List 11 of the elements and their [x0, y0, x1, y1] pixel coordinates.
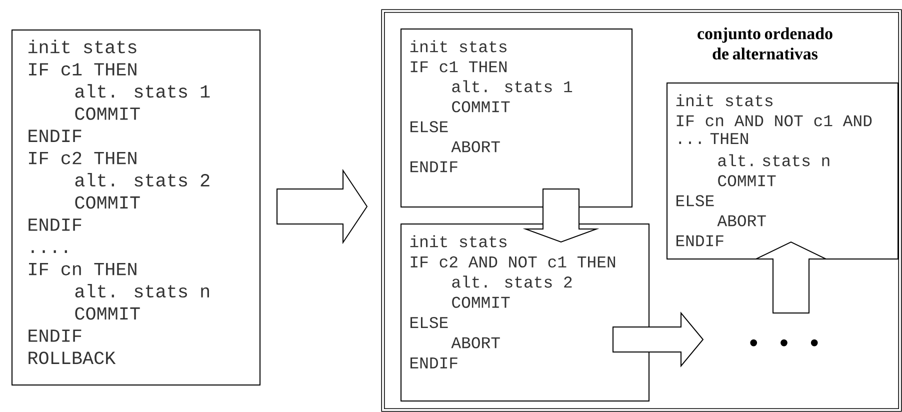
block-arrow — [522, 188, 600, 243]
block-arrow — [612, 312, 704, 368]
frame-title: conjunto ordenado de alternativas — [698, 27, 832, 60]
block-arrow — [754, 241, 828, 314]
code-box: init stats IF c1 THEN alt. stats 1 COMMIT ELSE ABORT ENDIF — [400, 28, 632, 208]
code-box: init stats IF cn AND NOT c1 AND ... THEN alt. stats n COMMIT ELSE ABORT ENDIF — [666, 82, 898, 260]
code-box: init stats IF c2 AND NOT c1 THEN alt. stats 2 COMMIT ELSE ABORT ENDIF — [400, 224, 650, 402]
group-frame — [381, 9, 902, 412]
code-box: init stats IF c1 THEN alt. stats 1 COMMIT ENDIF IF c2 THEN alt. stats 2 COMMIT ENDIF .... IF cn THEN alt. stats n COMMIT ENDIF ROLLBACK — [12, 30, 260, 386]
block-arrow — [276, 168, 368, 244]
ellipsis-dots: • • • — [750, 339, 818, 346]
